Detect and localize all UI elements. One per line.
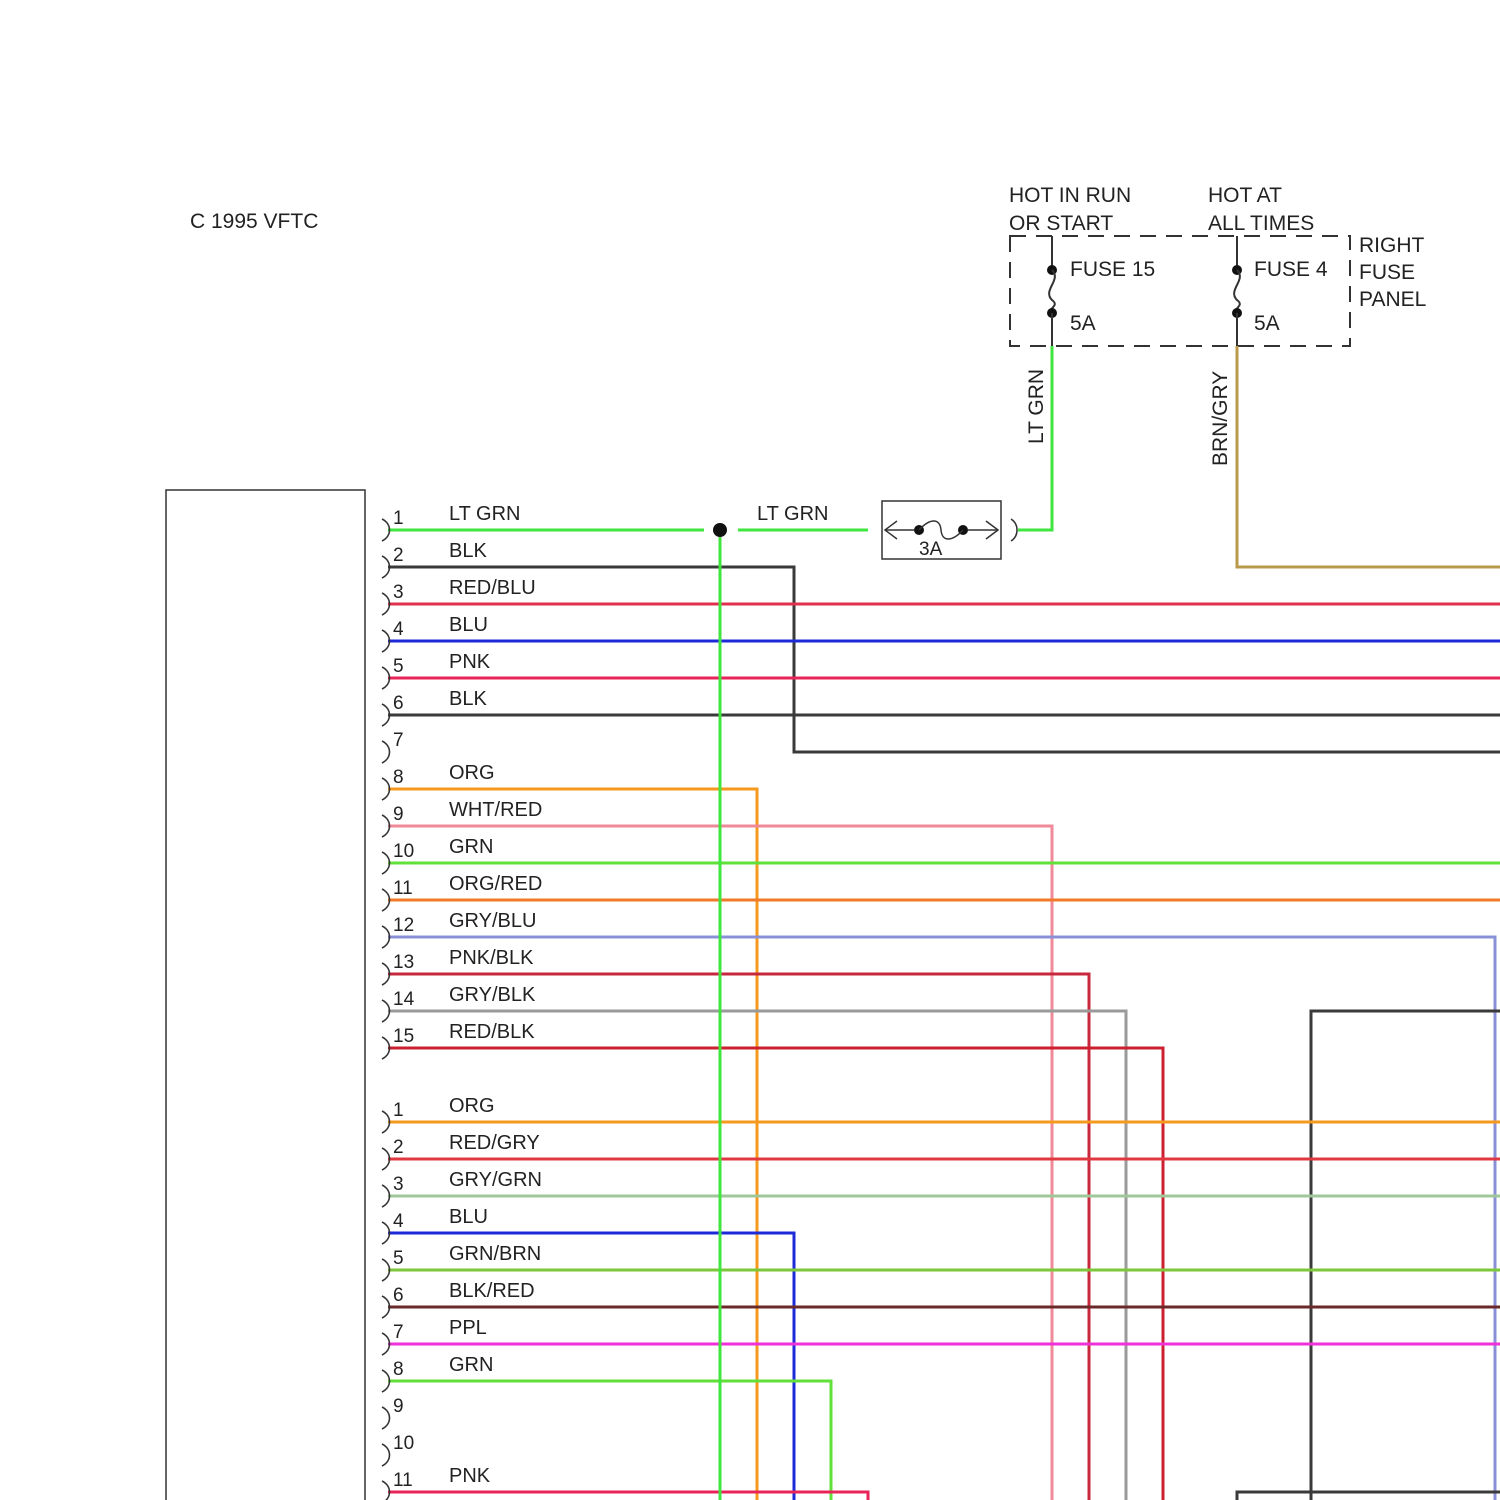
wire-color-label: WHT/RED [449, 799, 542, 821]
pin-number: 6 [393, 1285, 404, 1306]
copyright-text: C 1995 VFTC [190, 210, 318, 233]
wire-color-label: ORG [449, 762, 495, 784]
pin-number: 13 [393, 952, 414, 973]
wire-color-label: GRY/BLK [449, 984, 536, 1006]
pin-number: 8 [393, 767, 404, 788]
pin-number: 15 [393, 1026, 414, 1047]
pin-number: 9 [393, 804, 404, 825]
fuse-15-rating: 5A [1070, 312, 1096, 335]
hot-at-all-times-label-1: HOT AT [1208, 184, 1282, 207]
wire-a13 [388, 974, 1089, 1500]
wire-a2 [388, 567, 1500, 752]
pin-socket-icon [382, 741, 390, 763]
fuse-4-wire-label: BRN/GRY [1209, 371, 1232, 466]
pin-number: 3 [393, 582, 404, 603]
wire-color-label: BLK [449, 540, 487, 562]
pin-number: 8 [393, 1359, 404, 1380]
fuse-15-symbol [1047, 236, 1057, 346]
wire-b11 [388, 1492, 868, 1500]
wire-a15 [388, 1048, 1163, 1500]
wire-color-label: GRN [449, 836, 493, 858]
pin-number: 11 [393, 1470, 413, 1491]
pin-number: 3 [393, 1174, 404, 1195]
pin-number: 11 [393, 878, 413, 899]
fuse-4-name: FUSE 4 [1254, 258, 1328, 281]
pin-number: 5 [393, 656, 404, 677]
hot-in-run-label-1: HOT IN RUN [1009, 184, 1131, 207]
pin-number: 7 [393, 730, 404, 751]
fuse-panel-label-2: FUSE [1359, 261, 1415, 284]
wire-color-label: RED/GRY [449, 1132, 540, 1154]
wire-color-label: PPL [449, 1317, 487, 1339]
fuse-4-symbol [1232, 236, 1242, 346]
pin-number: 12 [393, 915, 414, 936]
pin-number: 1 [393, 1100, 404, 1121]
wire-color-label: GRN [449, 1354, 493, 1376]
wire-color-label: ORG [449, 1095, 495, 1117]
wire-color-label: BLK [449, 688, 487, 710]
inline-fuse-connector [1011, 519, 1017, 541]
wire-color-label: LT GRN [449, 503, 521, 525]
wire-color-label: RED/BLU [449, 577, 536, 599]
pin-number: 6 [393, 693, 404, 714]
fuse-panel-label-1: RIGHT [1359, 234, 1425, 257]
pin-number: 2 [393, 545, 404, 566]
hot-at-all-times-label-2: ALL TIMES [1208, 212, 1314, 235]
wire-color-label: GRY/BLU [449, 910, 536, 932]
pin-number: 4 [393, 1211, 404, 1232]
splice-point [713, 523, 727, 537]
wire-color-label: ORG/RED [449, 873, 542, 895]
wire-color-label: BLU [449, 1206, 488, 1228]
splice-wire-label: LT GRN [757, 503, 829, 525]
pin-number: 4 [393, 619, 404, 640]
pin-number: 5 [393, 1248, 404, 1269]
pin-number: 2 [393, 1137, 404, 1158]
wire-color-label: RED/BLK [449, 1021, 535, 1043]
wire-color-label: PNK/BLK [449, 947, 534, 969]
wire-color-label: BLU [449, 614, 488, 636]
fuse-15-name: FUSE 15 [1070, 258, 1155, 281]
fuse-panel-outline [1010, 236, 1350, 346]
pin-number: 14 [393, 989, 415, 1010]
wire-color-label: PNK [449, 1465, 491, 1487]
pin-number: 9 [393, 1396, 404, 1417]
wire-color-label: GRY/GRN [449, 1169, 542, 1191]
fuse-4-rating: 5A [1254, 312, 1280, 335]
wire-blk-right [1311, 1011, 1500, 1500]
wire-color-label: PNK [449, 651, 491, 673]
wire-blk-bottom [1237, 1492, 1500, 1500]
wire-a12 [388, 937, 1495, 1500]
inline-fuse-rating: 3A [919, 539, 943, 560]
pin-number: 10 [393, 1433, 414, 1454]
fuse-panel-label-3: PANEL [1359, 288, 1426, 311]
wire-a8 [388, 789, 757, 1500]
pin-number: 1 [393, 508, 404, 529]
wire-color-label: GRN/BRN [449, 1243, 541, 1265]
pin-socket-icon [382, 1444, 390, 1466]
hot-in-run-label-2: OR START [1009, 212, 1113, 235]
pin-number: 10 [393, 841, 414, 862]
wire-brn-gry [1237, 346, 1500, 567]
module-outline [166, 490, 365, 1500]
pin-number: 7 [393, 1322, 404, 1343]
wire-color-label: BLK/RED [449, 1280, 535, 1302]
pin-socket-icon [382, 1407, 390, 1429]
fuse-15-wire-label: LT GRN [1025, 369, 1048, 444]
